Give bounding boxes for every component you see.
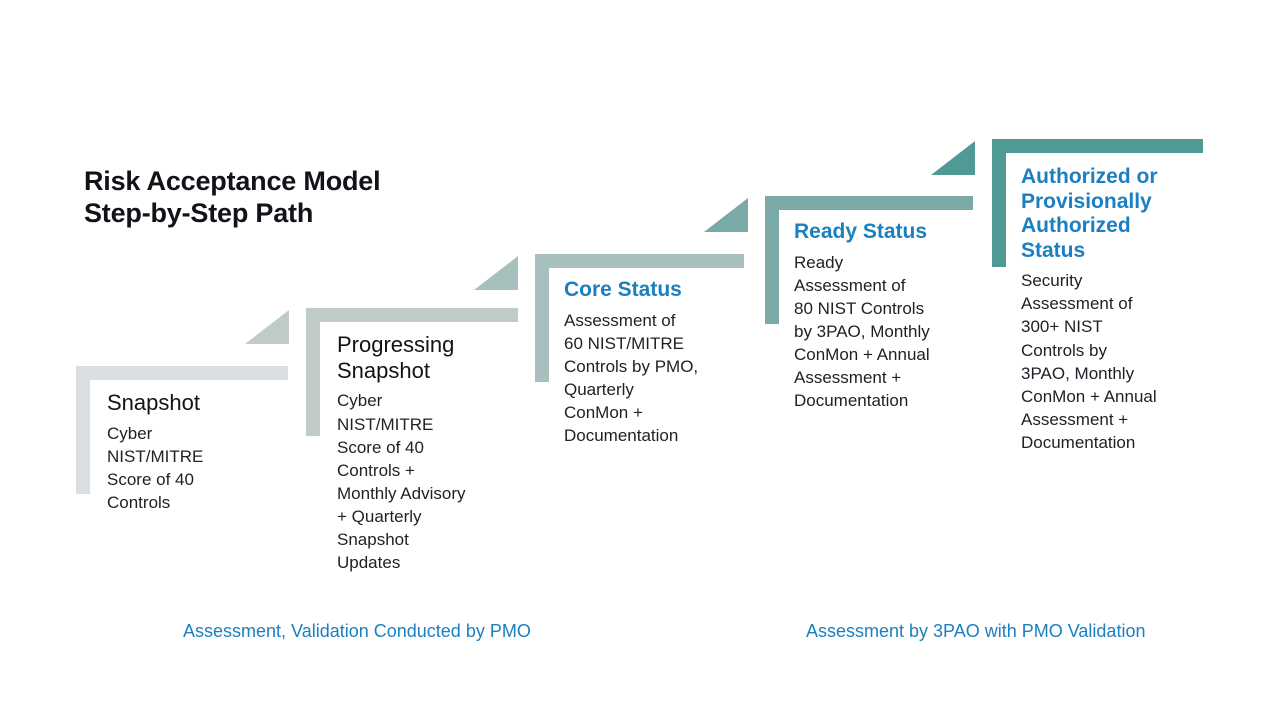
step-bar-left [765, 196, 779, 324]
step-connector-triangle [704, 198, 748, 232]
step-title: Progressing Snapshot [337, 332, 455, 383]
step-ready-status: Ready Status Ready Assessment of 80 NIST… [704, 196, 984, 436]
step-core-status: Core Status Assessment of 60 NIST/MITRE … [474, 254, 753, 484]
step-bar-left [76, 366, 90, 494]
step-authorized-status: Authorized or Provisionally Authorized S… [931, 139, 1210, 489]
step-bar-top [76, 366, 288, 380]
step-description: Ready Assessment of 80 NIST Controls by … [794, 252, 930, 411]
step-bar-left [306, 308, 320, 436]
step-content: Progressing Snapshot Cyber NIST/MITRE Sc… [337, 332, 522, 574]
caption-pmo: Assessment, Validation Conducted by PMO [183, 621, 531, 641]
step-progressing-snapshot: Progressing Snapshot Cyber NIST/MITRE Sc… [245, 308, 524, 598]
step-bar-left [992, 139, 1006, 267]
step-content: Ready Status Ready Assessment of 80 NIST… [794, 220, 984, 412]
step-bar-left [535, 254, 549, 382]
caption-3pao: Assessment by 3PAO with PMO Validation [806, 621, 1146, 641]
step-content: Core Status Assessment of 60 NIST/MITRE … [564, 278, 750, 447]
step-bar-top [992, 139, 1203, 153]
step-content: Snapshot Cyber NIST/MITRE Score of 40 Co… [107, 390, 287, 514]
step-connector-triangle [245, 310, 289, 344]
step-title: Core Status [564, 278, 682, 301]
step-description: Assessment of 60 NIST/MITRE Controls by … [564, 310, 699, 446]
step-bar-top [765, 196, 973, 210]
step-title: Ready Status [794, 220, 928, 243]
step-description: Cyber NIST/MITRE Score of 40 Controls + … [337, 391, 466, 573]
step-description: Security Assessment of 300+ NIST Control… [1021, 271, 1157, 453]
step-connector-triangle [474, 256, 518, 290]
step-description: Cyber NIST/MITRE Score of 40 Controls [107, 423, 204, 513]
step-title: Snapshot [107, 390, 200, 415]
step-bar-top [306, 308, 518, 322]
step-bar-top [535, 254, 744, 268]
step-connector-triangle [931, 141, 975, 175]
step-snapshot: Snapshot Cyber NIST/MITRE Score of 40 Co… [76, 366, 290, 526]
page-title: Risk Acceptance Model Step-by-Step Path [84, 166, 381, 228]
step-content: Authorized or Provisionally Authorized S… [1021, 165, 1206, 454]
step-title: Authorized or Provisionally Authorized S… [1021, 165, 1158, 262]
